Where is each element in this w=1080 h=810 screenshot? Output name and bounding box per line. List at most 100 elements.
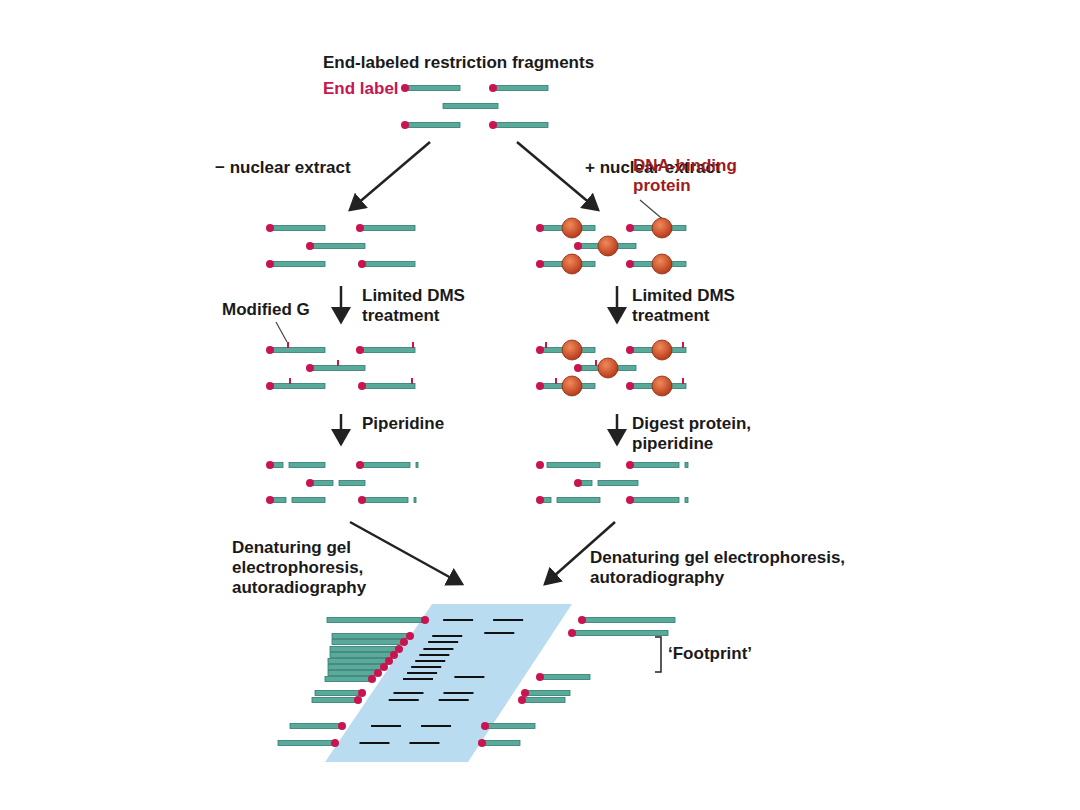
dna-fragment [339,481,365,486]
end-label-dot [574,479,582,487]
leader-line [276,322,287,342]
end-label-dot [266,382,274,390]
gel-band [389,699,419,701]
dna-fragment [290,724,342,729]
dna-fragment [327,618,425,623]
end-label-dot [331,739,339,747]
dna-fragment [310,366,365,371]
dna-fragment [270,226,325,231]
modified-g [411,378,413,384]
dna-binding-protein [562,376,582,396]
end-label-dot [358,689,366,697]
dna-binding-protein [598,358,618,378]
dna-fragment [332,640,404,645]
dna-fragment [278,741,335,746]
step-label: Piperidine [362,414,444,434]
dna-fragment [330,647,399,652]
end-label-dot [626,382,634,390]
gel-band [419,654,449,656]
end-label-dot [536,260,544,268]
end-label-dot [356,224,364,232]
end-label-dot [518,696,526,704]
dna-binding-protein [652,218,672,238]
end-label-dot [626,496,634,504]
modified-g [337,360,339,366]
end-label-dot [266,496,274,504]
step-label: Denaturing gel electrophoresis, autoradi… [590,548,890,588]
end-label-dot [626,224,634,232]
dna-fragment [405,86,460,91]
gel-band [359,742,389,744]
dna-fragment [414,498,416,503]
gel-band [443,619,473,621]
gel-band [428,641,458,643]
end-label-dot [354,696,362,704]
end-label-dot [536,496,544,504]
end-label-dot [568,629,576,637]
dna-fragment [485,724,535,729]
dna-fragment [362,498,408,503]
modified-g [289,378,291,384]
dna-binding-protein [652,376,672,396]
end-label-text: End label [323,79,399,99]
gel-band [421,725,451,727]
end-label-dot [574,242,582,250]
dna-fragment [360,463,410,468]
dna-fragment [332,634,410,639]
dna-fragment [525,691,570,696]
dna-fragment [416,463,418,468]
dna-binding-protein [598,236,618,256]
gel-band [493,619,523,621]
end-label-dot [481,722,489,730]
modified-g [545,342,547,348]
dna-fragment [325,677,372,682]
dna-fragment [328,659,389,664]
end-label-dot [400,638,408,646]
gel-band [409,742,439,744]
dna-fragment [360,226,415,231]
end-label-dot [266,461,274,469]
gel-band [403,678,433,680]
gel-band [454,676,484,678]
end-label-dot [374,669,382,677]
gel-band [423,648,453,650]
end-label-dot [536,461,544,469]
arrows [341,142,617,584]
end-label-dot [536,673,544,681]
gel-band [407,672,437,674]
end-label-dot [356,346,364,354]
modified-g [555,378,557,384]
end-label-dot [489,84,497,92]
modified-g [682,342,684,348]
end-label-dot [401,84,409,92]
gel-band [484,632,514,634]
modified-g [595,360,597,366]
dna-fragment [289,463,325,468]
end-label-dot [536,346,544,354]
dna-fragment [315,691,362,696]
end-label-dot [306,479,314,487]
end-label-dot [626,346,634,354]
step-label: Limited DMS treatment [362,286,494,326]
end-label-dot [266,346,274,354]
gel-band [371,725,401,727]
end-label-dot [356,461,364,469]
dna-fragment [582,618,675,623]
gel-band [439,699,469,701]
gel-band [415,660,445,662]
modified-g [682,378,684,384]
condition-label: − nuclear extract [215,158,351,178]
end-label-dot [521,689,529,697]
dna-fragment [557,498,600,503]
end-label-dot [358,260,366,268]
end-label-dot [266,224,274,232]
callout-label: Modified G [222,300,310,320]
gel-band [393,692,423,694]
dna-fragment [540,675,590,680]
footprint-label: ‘Footprint’ [668,644,752,664]
dna-fragment [330,653,394,658]
dna-fragment [312,698,358,703]
end-label-dot [368,675,376,683]
